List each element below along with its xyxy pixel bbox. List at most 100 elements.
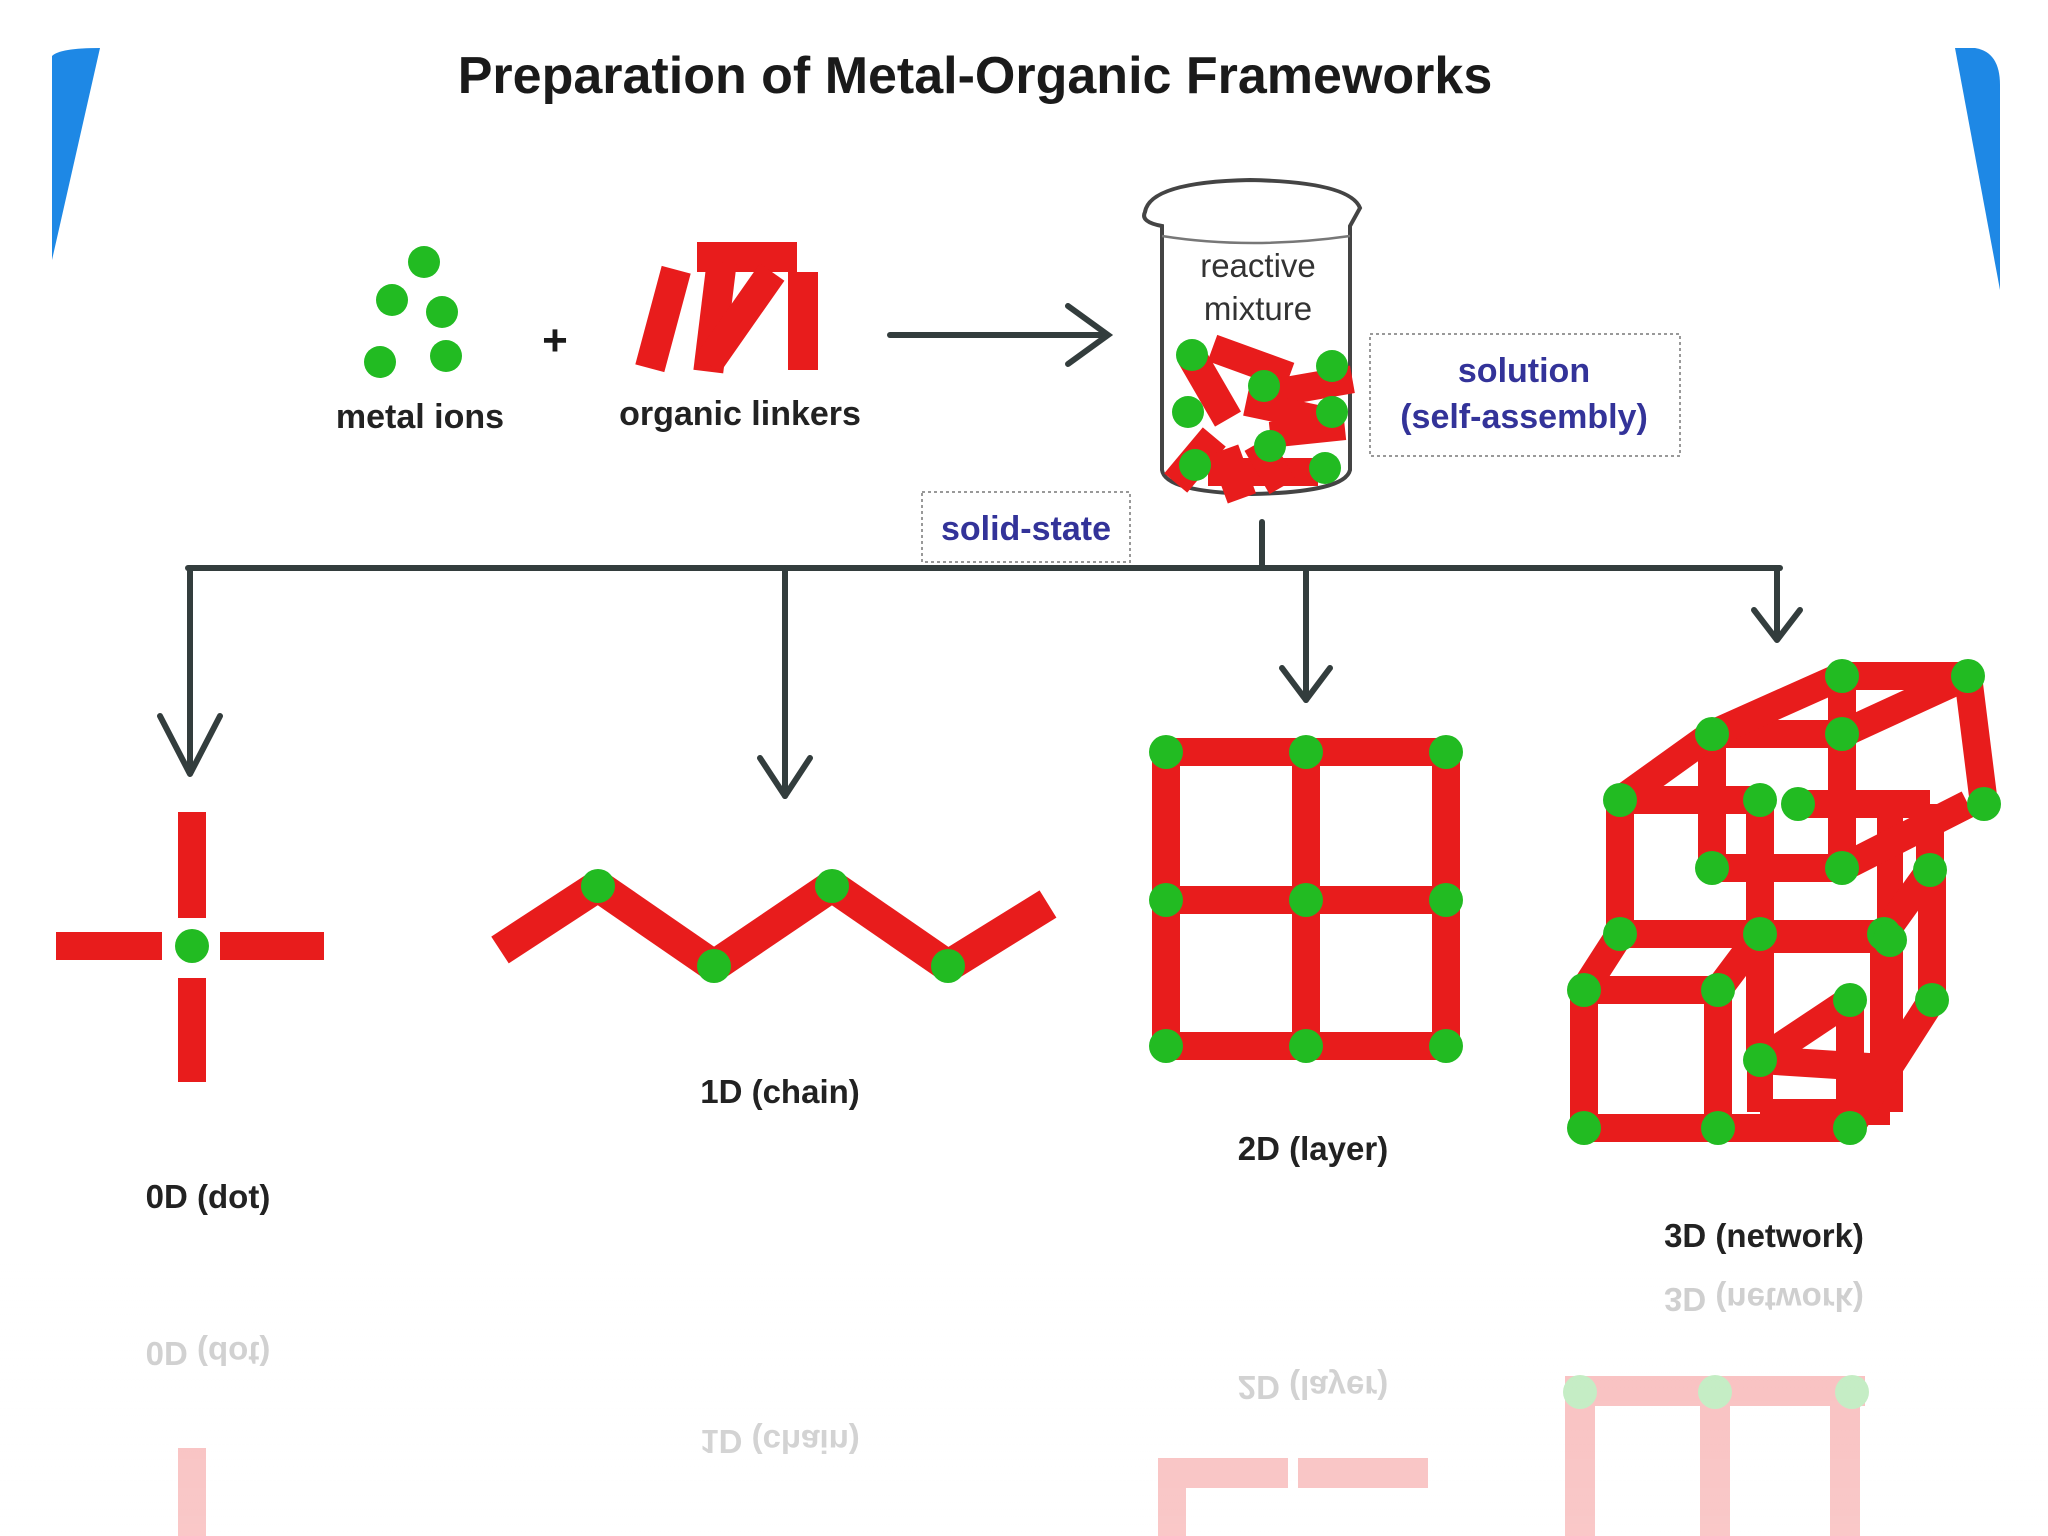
metal-ion-node: [1429, 735, 1463, 769]
organic-linkers-group: [635, 242, 818, 374]
metal-ion-node: [1951, 659, 1985, 693]
metal-ion-node: [1603, 917, 1637, 951]
metal-ion-node: [1149, 1029, 1183, 1063]
reaction-arrow: [887, 303, 1114, 367]
linker-bar: [491, 872, 607, 964]
metal-ion-node: [1567, 973, 1601, 1007]
linker-bar: [1570, 990, 1598, 1128]
metal-ion-node: [1429, 883, 1463, 917]
metal-ion: [1176, 339, 1208, 371]
metal-ion-node: [1825, 717, 1859, 751]
metal-ions-cluster: [364, 246, 462, 378]
metal-ion: [1248, 370, 1280, 402]
linker-bar: [1916, 804, 1944, 870]
linker-bar: [939, 890, 1057, 980]
linker-bar: [1954, 674, 1998, 806]
organic-linkers-label: organic linkers: [619, 395, 861, 433]
solution-label: solution: [1458, 352, 1590, 390]
linker-bar: [1166, 886, 1306, 914]
metal-ion-node: [1289, 1029, 1323, 1063]
metal-ion-node: [1913, 853, 1947, 887]
metal-ion-node: [581, 869, 615, 903]
solution-route-box: [1369, 333, 1681, 457]
metal-ion: [1179, 449, 1211, 481]
metal-ion: [364, 346, 396, 378]
metal-ion-node: [1825, 659, 1859, 693]
metal-ion-node: [1833, 1111, 1867, 1145]
solid-state-route-box: [921, 491, 1131, 563]
metal-ion-node: [1429, 1029, 1463, 1063]
linker-bar: [1752, 988, 1858, 1072]
linker-bar: [1166, 1032, 1306, 1060]
metal-ion-node: [1289, 883, 1323, 917]
metal-ion-node: [1149, 735, 1183, 769]
linker-bar: [1306, 738, 1446, 766]
metal-ion-node: [697, 949, 731, 983]
frame-corner-top-left: [52, 48, 100, 260]
linker-bar: [1166, 738, 1306, 766]
metal-ion: [1316, 350, 1348, 382]
label-0d-dot: 0D (dot): [146, 1178, 271, 1215]
metal-ions-label: metal ions: [336, 398, 504, 436]
metal-ion-node: [1695, 851, 1729, 885]
metal-ion: [1254, 430, 1286, 462]
metal-ion-node: [1701, 1111, 1735, 1145]
linker-bar: [1836, 663, 1974, 747]
metal-ion-node: [1873, 923, 1907, 957]
metal-ion: [1172, 396, 1204, 428]
linker-bar: [1432, 752, 1460, 900]
metal-ion-node: [1825, 851, 1859, 885]
metal-ion-node: [1967, 787, 2001, 821]
linker-bar: [822, 872, 958, 980]
metal-ion: [426, 296, 458, 328]
linker-bar: [1918, 870, 1946, 1000]
metal-ion-node: [1603, 783, 1637, 817]
beaker-label-line1: reactive: [1200, 247, 1316, 284]
linker-bar: [1704, 990, 1732, 1128]
self-assembly-label: (self-assembly): [1400, 398, 1648, 436]
linker-bar: [1292, 752, 1320, 900]
solid-state-label: solid-state: [941, 510, 1111, 548]
linker-bar: [1606, 800, 1634, 934]
linker-bar: [1620, 786, 1760, 814]
structure-2d-layer: [1149, 735, 1463, 1063]
linker-bar: [1584, 1114, 1718, 1142]
linker-bar: [1870, 934, 1898, 1068]
metal-ion-node: [931, 949, 965, 983]
metal-ion-node: [1915, 983, 1949, 1017]
structure-3d-network: [1567, 659, 2001, 1145]
beaker: reactive mixture: [1142, 177, 1363, 504]
metal-ion: [1309, 452, 1341, 484]
linker-bar: [1706, 663, 1848, 747]
label-2d-layer: 2D (layer): [1238, 1130, 1388, 1167]
metal-ion: [376, 284, 408, 316]
frame-edge-left: [52, 60, 60, 180]
metal-ion-node: [815, 869, 849, 903]
diagram-title: Preparation of Metal-Organic Frameworks: [458, 47, 1493, 105]
linker-bar: [1836, 1000, 1864, 1128]
linker-bar: [588, 872, 724, 980]
metal-ion-node: [1289, 735, 1323, 769]
metal-ion-node: [1743, 917, 1777, 951]
metal-ion-node: [1743, 1043, 1777, 1077]
linker-bar: [1760, 920, 1884, 948]
metal-ion-node: [1743, 783, 1777, 817]
metal-ion: [1316, 396, 1348, 428]
metal-ion-node: [1695, 717, 1729, 751]
linker-bar: [1718, 1114, 1850, 1142]
linker-bar: [1746, 934, 1774, 1060]
linker-bar: [1152, 752, 1180, 900]
linker-bar: [1746, 800, 1774, 934]
branch-arrows: [157, 519, 1803, 799]
metal-ion-node: [1567, 1111, 1601, 1145]
label-1d-chain: 1D (chain): [700, 1073, 860, 1110]
linker-bar: [1712, 854, 1842, 882]
linker-bar: [1292, 900, 1320, 1046]
metal-ion-node: [1781, 787, 1815, 821]
linker-bar: [1798, 790, 1930, 818]
label-3d-network: 3D (network): [1664, 1217, 1864, 1254]
structure-0d-dot: [56, 812, 324, 1082]
linker-bar: [1432, 900, 1460, 1046]
beaker-label-line2: mixture: [1204, 290, 1312, 327]
